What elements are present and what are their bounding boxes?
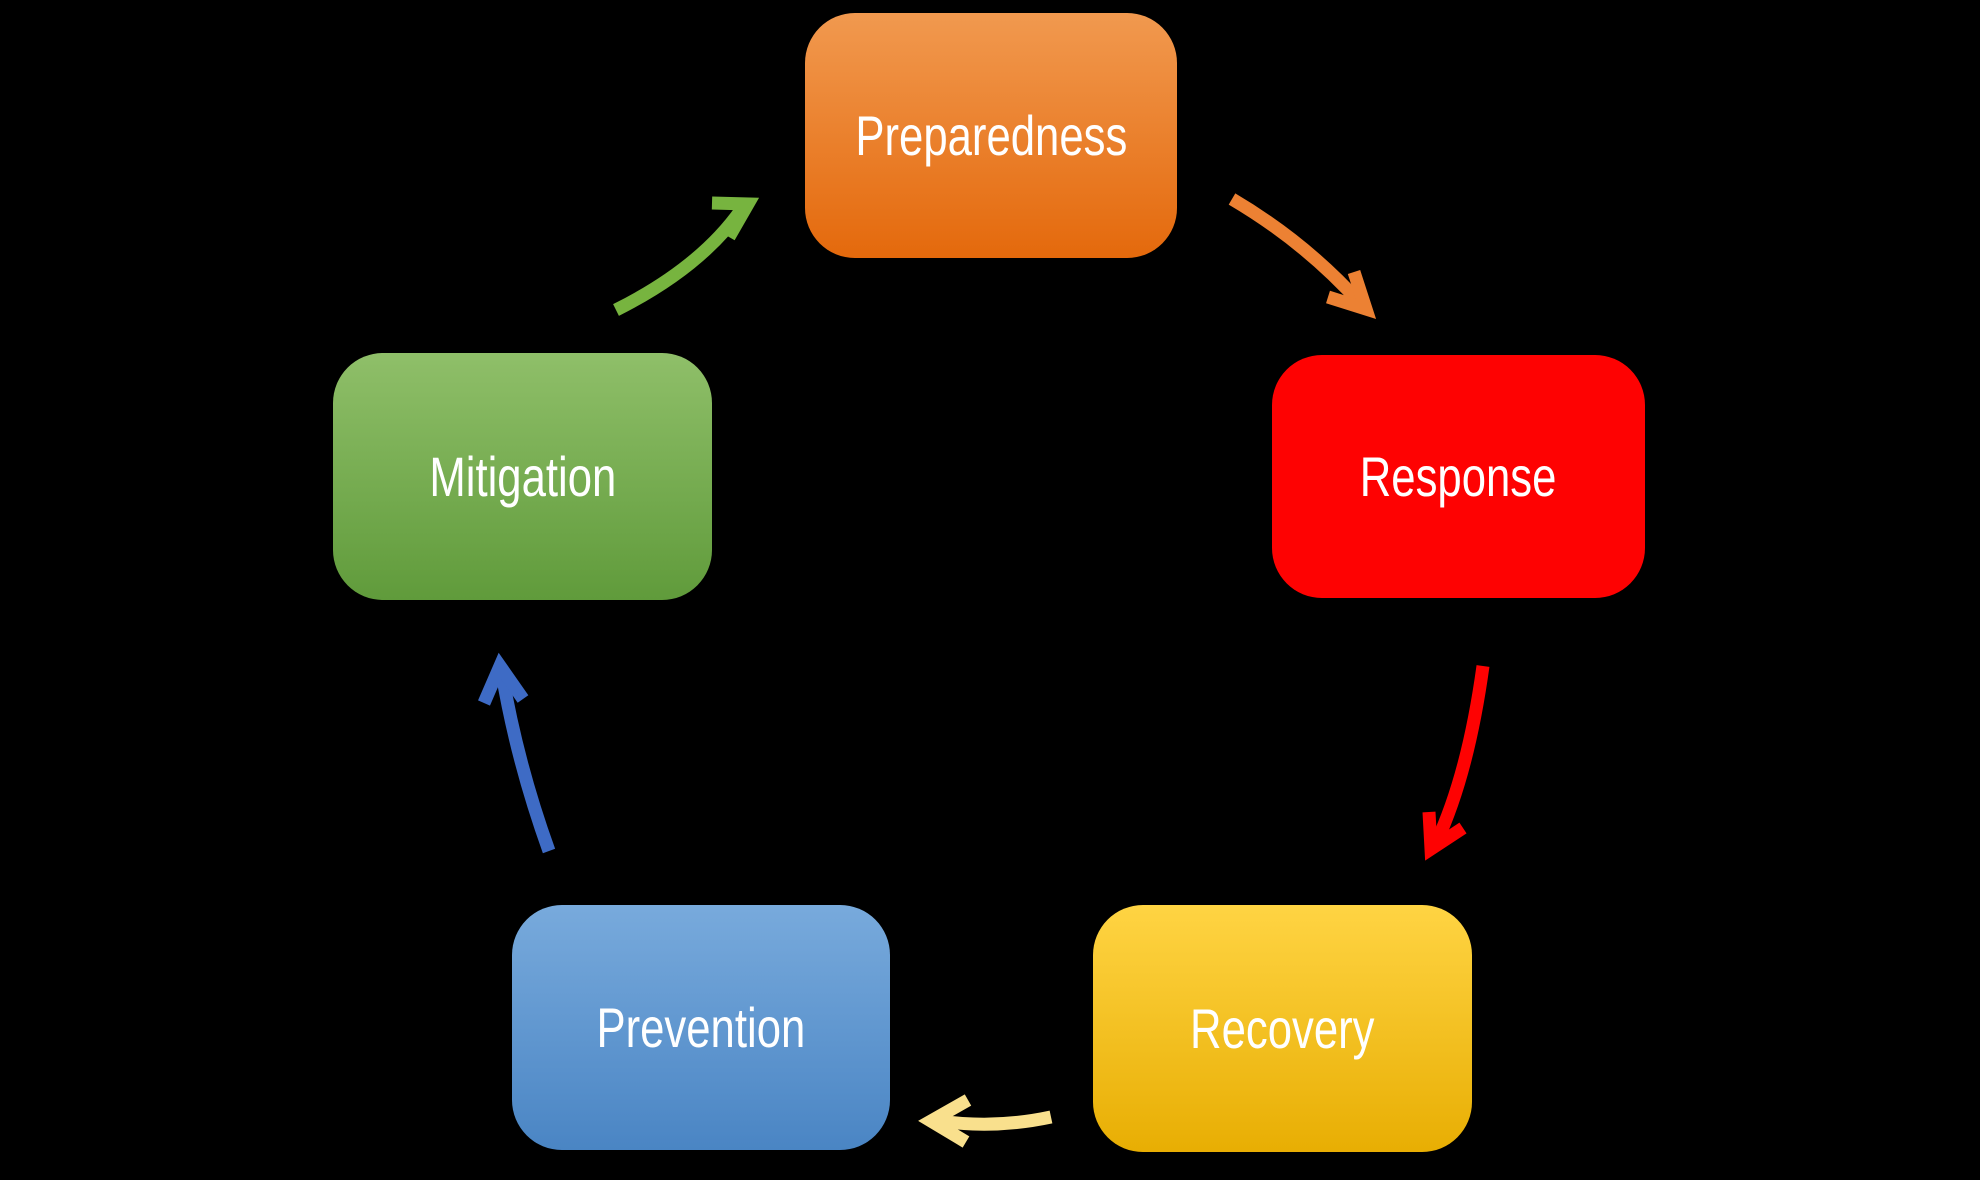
node-recovery-label: Recovery (1190, 997, 1375, 1060)
node-mitigation-label: Mitigation (429, 445, 616, 508)
arrow-preparedness-to-response (1228, 193, 1377, 319)
node-preparedness-label: Preparedness (855, 104, 1127, 167)
node-preparedness: Preparedness (805, 13, 1177, 258)
arrow-head (478, 652, 529, 706)
node-recovery: Recovery (1093, 905, 1472, 1152)
arrow-shaft (1430, 665, 1490, 846)
arrow-response-to-recovery (1422, 665, 1490, 861)
arrow-head (1326, 269, 1377, 319)
arrow-prevention-to-mitigation (478, 652, 556, 854)
arrow-shaft (613, 206, 747, 316)
arrow-shaft (939, 1110, 1053, 1131)
node-prevention: Prevention (512, 905, 890, 1150)
arrow-head (711, 196, 760, 241)
arrow-head (1422, 811, 1467, 861)
node-response-label: Response (1360, 445, 1557, 508)
node-mitigation: Mitigation (333, 353, 712, 600)
node-response: Response (1272, 355, 1645, 598)
arrow-mitigation-to-preparedness (613, 196, 760, 316)
arrow-head (918, 1094, 972, 1148)
arrow-recovery-to-prevention (918, 1094, 1053, 1148)
arrow-shaft (1228, 193, 1365, 308)
arrow-shaft (495, 671, 556, 854)
node-prevention-label: Prevention (596, 996, 806, 1059)
